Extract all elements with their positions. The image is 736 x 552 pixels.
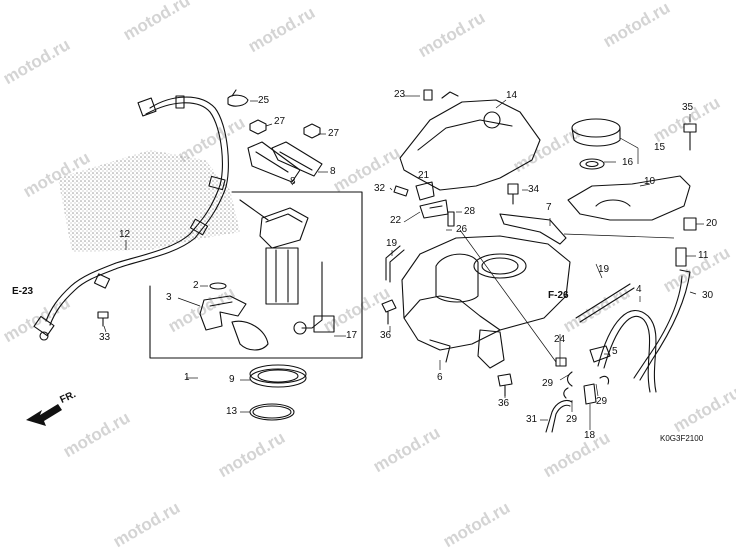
pump-group-frame [149, 191, 363, 359]
callout-29a: 29 [542, 378, 554, 389]
front-arrow [26, 404, 62, 426]
callout-24: 24 [554, 334, 566, 345]
callout-18: 18 [584, 430, 596, 441]
callout-34: 34 [528, 184, 540, 195]
callout-29c: 29 [566, 414, 578, 425]
callout-30: 30 [702, 290, 714, 301]
diagram-code: K0G3F2100 [660, 434, 704, 443]
callout-26: 26 [456, 224, 468, 235]
hose-19-right [575, 283, 635, 323]
filter-set [199, 282, 247, 331]
nut-left [249, 119, 267, 135]
callout-8a: 8 [290, 176, 296, 187]
callout-3: 3 [166, 292, 172, 303]
callout-14: 14 [506, 90, 518, 101]
callout-15: 15 [654, 142, 666, 153]
callout-7: 7 [546, 202, 552, 213]
collar-20 [683, 217, 697, 231]
fitting-5 [589, 345, 611, 363]
callout-20: 20 [706, 218, 718, 229]
hose-clamp [227, 89, 249, 107]
bolt-36-left [381, 299, 397, 325]
tank-cover [399, 91, 541, 191]
callout-27a: 27 [274, 116, 286, 127]
callout-19a: 19 [386, 238, 398, 249]
clip-29 [563, 371, 610, 399]
callout-5: 5 [612, 346, 618, 357]
callout-8b: 8 [330, 166, 336, 177]
filler-bracket [567, 175, 691, 221]
callout-33: 33 [99, 332, 111, 343]
callout-13: 13 [226, 406, 238, 417]
fuel-cap [571, 118, 621, 170]
o-ring [249, 403, 295, 421]
callout-6: 6 [437, 372, 443, 383]
callout-16: 16 [622, 157, 634, 168]
bracket-right [271, 141, 323, 177]
callout-1: 1 [184, 372, 190, 383]
hose-30 [633, 269, 691, 381]
callout-19b: 19 [598, 264, 610, 275]
nut-right [303, 123, 321, 139]
clip-22 [419, 199, 449, 219]
callout-17: 17 [346, 330, 358, 341]
callout-36b: 36 [498, 398, 510, 409]
bolt-34 [507, 183, 519, 205]
callout-35: 35 [682, 102, 694, 113]
fuel-hose [33, 95, 229, 341]
pump-seal [249, 364, 307, 388]
callout-9: 9 [229, 374, 235, 385]
reference-f26: F-26 [548, 290, 569, 301]
pin-28 [447, 211, 455, 227]
reference-e23: E-23 [12, 286, 34, 297]
bracket-7 [499, 213, 567, 245]
callout-4: 4 [636, 284, 642, 295]
callout-22: 22 [390, 215, 402, 226]
callout-12: 12 [119, 229, 131, 240]
callout-25: 25 [258, 95, 270, 106]
bolt-32 [393, 185, 409, 197]
nut-24 [555, 357, 567, 367]
callout-29b: 29 [596, 396, 608, 407]
callout-28: 28 [464, 206, 476, 217]
grommet-11 [675, 247, 687, 267]
hose-19-left [385, 245, 405, 283]
bolt-36-bottom [497, 373, 513, 397]
fuel-pump [231, 199, 335, 351]
bolt-35 [683, 123, 697, 151]
hose-4 [597, 310, 657, 393]
bolt-33 [97, 311, 109, 327]
fuel-tank [401, 235, 571, 369]
frame-shading [58, 150, 240, 252]
callout-36a: 36 [380, 330, 392, 341]
callout-21: 21 [418, 170, 430, 181]
hose-31 [545, 399, 573, 433]
fitting-18 [583, 383, 597, 405]
bracket-left [247, 141, 301, 183]
callout-23: 23 [394, 89, 406, 100]
clip-21 [415, 181, 435, 201]
bolt-23 [423, 89, 433, 101]
callout-2: 2 [193, 280, 199, 291]
callout-31: 31 [526, 414, 538, 425]
callout-10: 10 [644, 176, 656, 187]
callout-11: 11 [698, 250, 709, 261]
callout-27b: 27 [328, 128, 340, 139]
callout-32: 32 [374, 183, 386, 194]
